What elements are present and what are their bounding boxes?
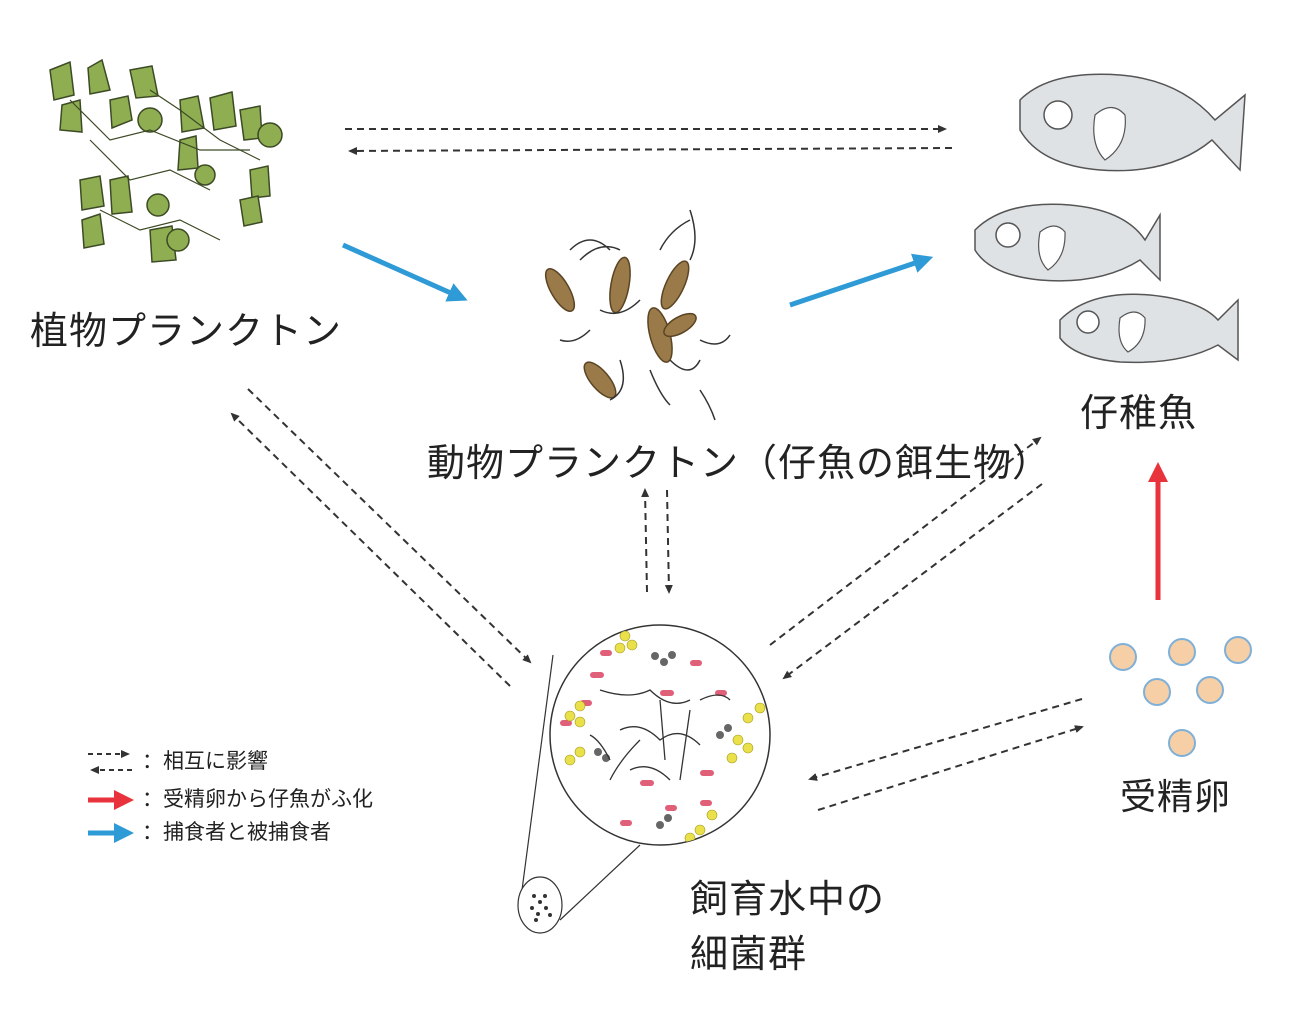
larval-fish-1 [1019, 73, 1246, 172]
bacteria-sample-dish [517, 876, 563, 934]
fertilized-eggs-label: 受精卵 [1120, 777, 1232, 818]
arrow-phyto-to-zoo [341, 242, 468, 302]
mutual-influence-arrows [230, 125, 1084, 811]
larval-fish-label: 仔稚魚 [1080, 391, 1198, 435]
legend-predation-label: ：捕食者と被捕食者 [142, 820, 331, 844]
bacteria-label-line2: 細菌群 [690, 932, 808, 976]
egg [1168, 729, 1196, 757]
phytoplankton-label: 植物プランクトン [30, 309, 343, 353]
dash-fish-bact-b [782, 483, 1043, 680]
phytoplankton-cluster [49, 58, 283, 263]
legend-mutual-label: ：相互に影響 [142, 749, 268, 773]
dash-zoo-bact-b [664, 489, 673, 594]
larval-fish-2 [974, 203, 1161, 282]
zooplankton-cluster [544, 209, 731, 421]
dash-phyto-fish-b [348, 146, 953, 155]
zooplankton-label: 動物プランクトン（仔魚の餌生物） [427, 441, 1052, 485]
fertilized-eggs-group [1109, 636, 1252, 757]
larval-fish-group [974, 73, 1246, 364]
egg [1168, 638, 1196, 666]
egg [1224, 636, 1252, 664]
egg [1109, 643, 1137, 671]
phytoplankton-strands [69, 89, 261, 241]
arrow-zoo-to-fish [789, 253, 934, 308]
larval-fish-3 [1059, 293, 1239, 364]
legend [88, 750, 134, 843]
egg [1143, 678, 1171, 706]
legend-hatch-label: ：受精卵から仔魚がふ化 [142, 787, 373, 811]
dash-zoo-bact-a [641, 488, 650, 593]
bacteria-label-line1: 飼育水中の [690, 877, 886, 921]
dash-eggs-bact-b [817, 725, 1084, 811]
bacteria-magnified-circle [517, 624, 771, 934]
egg [1196, 676, 1224, 704]
dash-phyto-bact-b [230, 412, 511, 687]
dash-phyto-bact-a [247, 388, 532, 664]
dash-fish-bact-a [769, 436, 1042, 646]
